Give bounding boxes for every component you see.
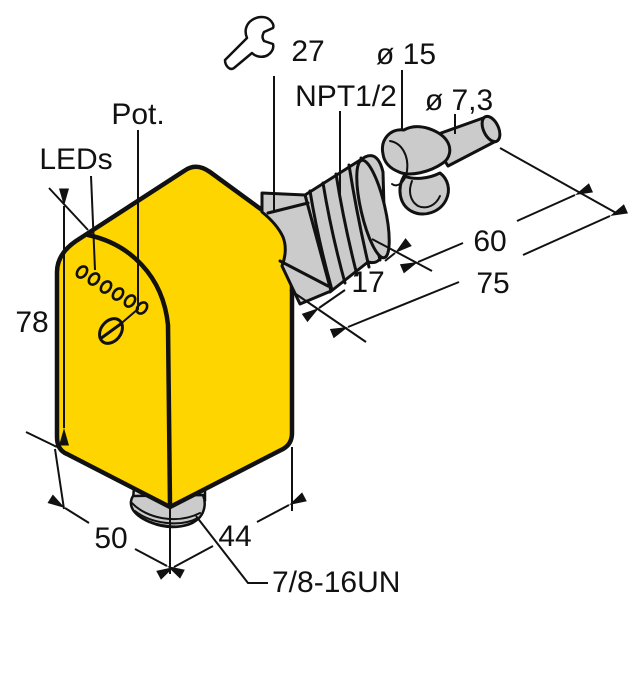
dimension-line [399, 242, 464, 274]
dimension-50 [47, 448, 185, 579]
connector-thread-ring [134, 510, 199, 525]
label-dim-width: 50 [94, 522, 127, 555]
dimension-line [134, 548, 185, 579]
connector-thread-leader-line [195, 515, 268, 584]
extension-line [54, 448, 65, 510]
led-indicator [99, 280, 113, 294]
pot-screw-head [98, 317, 124, 345]
pot-leader-line [116, 130, 139, 328]
thread-ridge [347, 163, 371, 269]
wrench-icon [223, 15, 275, 71]
dimension-line [329, 281, 460, 339]
label-dim-thread-length: 17 [351, 266, 384, 299]
led-indicator [123, 294, 137, 308]
hex-nut-body [260, 191, 333, 306]
label-process-thread: NPT1/2 [295, 80, 397, 113]
label-tip-diameter: ø 7,3 [425, 84, 493, 117]
hex-facet-edge [278, 259, 330, 288]
label-pot: Pot. [111, 98, 164, 131]
labels: LEDs Pot. 27 NPT1/2 ø 15 ø 7,3 78 60 75 … [15, 35, 509, 599]
label-dim-depth: 44 [218, 520, 251, 553]
extension-line [25, 431, 58, 448]
shaft-end-cap [480, 114, 502, 144]
thread-ridge [321, 181, 347, 285]
paddle-lower-lobe-inner-edge [409, 180, 441, 209]
paddle-cap-rim [389, 140, 409, 187]
dimension-line [522, 204, 629, 256]
dimension-75 [329, 204, 629, 339]
led-indicator [87, 272, 101, 286]
connector-thread-ring [131, 502, 201, 521]
extension-line [371, 238, 433, 272]
dimension-60 [399, 147, 619, 274]
label-dim-length-outer: 60 [473, 225, 506, 258]
thread-ridge [334, 172, 359, 277]
label-wrench-size: 27 [291, 35, 324, 68]
dimension-line [256, 492, 307, 523]
led-indicator [111, 287, 125, 301]
label-dim-height: 78 [15, 306, 48, 339]
dimension-78 [25, 187, 89, 448]
dimension-line [516, 183, 594, 222]
label-connector-thread: 7/8-16UN [272, 566, 400, 599]
dimension-44 [156, 447, 307, 580]
dimension-line [156, 545, 214, 580]
label-dim-length-total: 75 [476, 267, 509, 300]
extension-line [48, 187, 89, 231]
dimension-line [384, 238, 412, 262]
dimension-line [301, 289, 346, 323]
dimension-line [47, 494, 90, 524]
sensor-housing [54, 164, 295, 510]
flow-paddle [380, 125, 452, 216]
extension-line [289, 289, 367, 343]
label-leds: LEDs [39, 143, 112, 176]
housing-front-edge [85, 232, 173, 509]
label-paddle-diameter: ø 15 [376, 38, 436, 71]
led-row [75, 265, 149, 315]
leader-lines [90, 70, 456, 584]
dimension-17 [289, 238, 433, 343]
extension-line [499, 147, 619, 215]
leds-leader-line [90, 175, 96, 271]
dimension-lines [25, 147, 629, 580]
paddle-upper-lobe [380, 125, 452, 176]
led-indicator [75, 265, 89, 279]
thread-end-face [355, 158, 391, 260]
